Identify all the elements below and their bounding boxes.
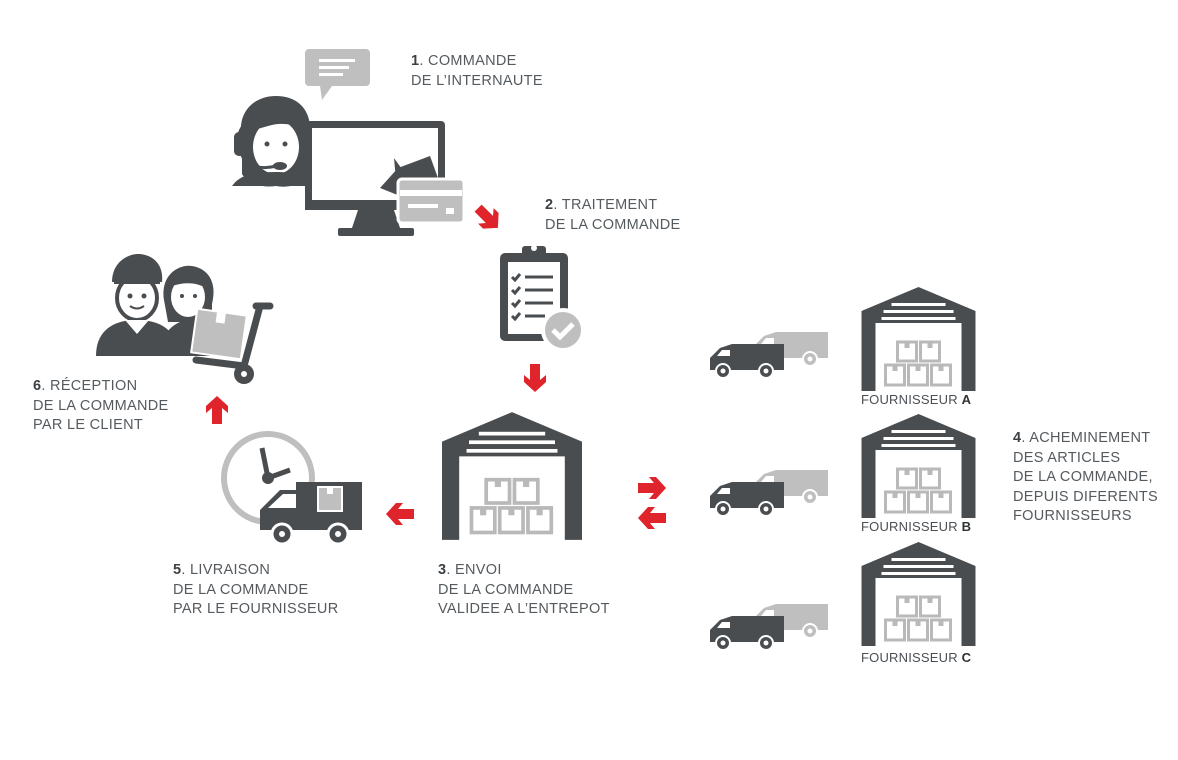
supplier-b-group	[709, 412, 978, 520]
red-arrow-icon	[524, 364, 546, 392]
hand-trolley-icon	[190, 302, 274, 384]
step-3-label: 3. ENVOI DE LA COMMANDE VALIDEE A L’ENTR…	[438, 561, 610, 620]
delivery-truck-icon	[709, 615, 785, 651]
operator-headset-icon	[232, 96, 318, 187]
step-line: TRAITEMENT	[561, 197, 658, 213]
supplier-prefix: FOURNISSEUR	[861, 519, 958, 534]
step-line: FOURNISSEURS	[1013, 508, 1132, 524]
step-4-label: 4. ACHEMINEMENT DES ARTICLES DE LA COMMA…	[1013, 429, 1158, 527]
step-line: DE LA COMMANDE,	[1013, 469, 1153, 485]
step-number: 6	[33, 378, 42, 394]
step-line: VALIDEE A L’ENTREPOT	[438, 601, 610, 617]
red-arrow-icon	[386, 503, 414, 525]
step-line: DE LA COMMANDE	[438, 581, 574, 598]
step-line: DE LA COMMANDE	[173, 581, 309, 598]
step-line: ENVOI	[455, 562, 502, 578]
step-number: 2	[545, 197, 554, 213]
step-line: LIVRAISON	[190, 562, 271, 578]
step-number: 3	[438, 562, 447, 578]
delivery-truck-icon	[260, 482, 362, 546]
supplier-letter: B	[961, 519, 972, 534]
step-line: DE LA COMMANDE	[545, 216, 681, 233]
supplier-c-label: FOURNISSEUR C	[861, 650, 971, 665]
red-arrow-icon	[638, 477, 666, 499]
step-1-label: 1. COMMANDE DE L’INTERNAUTE	[411, 52, 543, 91]
delivery-truck-icon	[709, 343, 785, 379]
step-line: DE L’INTERNAUTE	[411, 72, 543, 89]
step-line: ACHEMINEMENT	[1029, 430, 1151, 446]
supplier-letter: C	[961, 650, 972, 665]
step-line: DEPUIS DIFERENTS	[1013, 488, 1158, 505]
main-warehouse-icon	[440, 410, 584, 542]
step-line: PAR LE FOURNISSEUR	[173, 601, 339, 617]
step-6-label: 6. RÉCEPTION DE LA COMMANDE PAR LE CLIEN…	[33, 377, 169, 436]
supplier-prefix: FOURNISSEUR	[861, 392, 958, 407]
supplier-c-group	[709, 540, 978, 651]
supplier-b-label: FOURNISSEUR B	[861, 519, 971, 534]
step-number: 5	[173, 562, 182, 578]
red-arrow-icon	[470, 200, 506, 236]
step-2-label: 2. TRAITEMENT DE LA COMMANDE	[545, 196, 681, 235]
delivery-truck-icon	[709, 481, 785, 517]
step-line: DE LA COMMANDE	[33, 397, 169, 414]
step-line: PAR LE CLIENT	[33, 417, 143, 433]
step-line: RÉCEPTION	[50, 378, 138, 394]
step-line: DES ARTICLES	[1013, 449, 1121, 466]
step-number: 4	[1013, 430, 1022, 446]
supplier-a-group	[709, 285, 978, 393]
warehouse-icon	[859, 412, 978, 520]
red-arrow-icon	[206, 396, 228, 424]
supplier-prefix: FOURNISSEUR	[861, 650, 958, 665]
clipboard-checklist-icon	[500, 245, 585, 352]
step-number: 1	[411, 53, 420, 69]
supplier-a-label: FOURNISSEUR A	[861, 392, 971, 407]
step-line: COMMANDE	[428, 53, 517, 69]
credit-card-icon	[396, 177, 466, 225]
speech-bubble-icon	[305, 49, 370, 100]
supplier-letter: A	[961, 392, 972, 407]
red-arrow-icon	[638, 507, 666, 529]
warehouse-icon	[859, 540, 978, 648]
step-5-label: 5. LIVRAISON DE LA COMMANDE PAR LE FOURN…	[173, 561, 338, 620]
warehouse-icon	[859, 285, 978, 393]
